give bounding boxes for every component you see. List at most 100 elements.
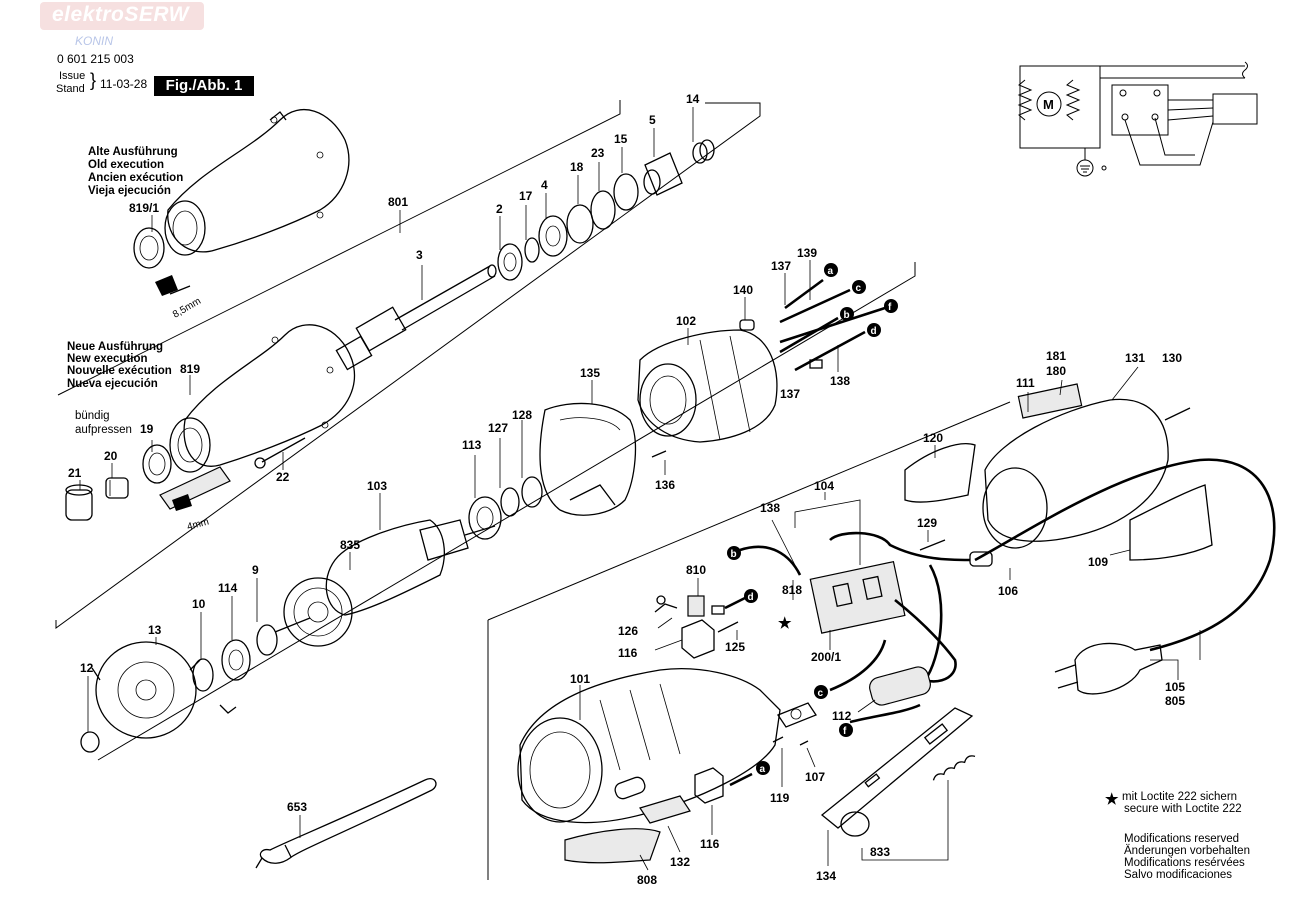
screw-22 — [254, 437, 306, 469]
label-4: 4 — [541, 178, 548, 192]
issue-label: Issue — [59, 70, 86, 82]
label-120: 120 — [923, 431, 943, 445]
spring-833 — [932, 755, 976, 781]
label-116-upper: 116 — [618, 646, 638, 660]
label-15: 15 — [614, 132, 628, 146]
label-13: 13 — [148, 623, 162, 637]
label-137-top: 137 — [771, 259, 791, 273]
label-136: 136 — [655, 478, 675, 492]
old-exec-es: Vieja ejecución — [88, 185, 171, 197]
dimension-old: 8,5mm — [171, 296, 203, 321]
label-106: 106 — [998, 584, 1018, 598]
label-114: 114 — [218, 581, 238, 595]
label-181: 181 — [1046, 349, 1066, 363]
motor-housing-131 — [904, 383, 1213, 561]
modifications-de: Änderungen vorbehalten — [1124, 845, 1250, 857]
loctite-note-en: secure with Loctite 222 — [1124, 803, 1242, 815]
flush-note-1: bündig — [75, 410, 110, 422]
wire-markers: a c b f d b d c f a — [727, 263, 898, 775]
flush-note-2: aufpressen — [75, 424, 132, 436]
spring-clip — [219, 704, 237, 714]
dimension-new: 4mm — [186, 517, 210, 533]
label-138-top: 138 — [830, 374, 850, 388]
label-200-1: 200/1 — [811, 650, 841, 664]
screw-107b — [799, 740, 809, 746]
bearing-4 — [538, 215, 568, 257]
label-653: 653 — [287, 800, 307, 814]
label-127: 127 — [488, 421, 508, 435]
screw-129 — [919, 539, 946, 551]
label-135: 135 — [580, 366, 600, 380]
new-housing-819 — [142, 324, 356, 511]
label-119: 119 — [770, 791, 790, 805]
label-102: 102 — [676, 314, 696, 328]
marker-d-2: d — [748, 592, 754, 603]
ground-icon — [1076, 159, 1094, 177]
spring-14 — [692, 139, 715, 164]
label-137-bottom: 137 — [780, 387, 800, 401]
screw-119 — [772, 736, 784, 743]
label-130: 130 — [1162, 351, 1182, 365]
label-2: 2 — [496, 202, 503, 216]
wire-138 — [739, 545, 802, 576]
label-101: 101 — [570, 672, 590, 686]
new-exec-de: Neue Ausführung — [67, 341, 163, 353]
marker-a-2: a — [760, 764, 766, 775]
label-18: 18 — [570, 160, 584, 174]
modifications-fr: Modifications resérvées — [1124, 857, 1245, 869]
marker-a-1: a — [828, 266, 834, 277]
bearing-114 — [221, 639, 251, 681]
shield-808 — [564, 828, 661, 864]
label-126: 126 — [618, 624, 638, 638]
wire-f-lower — [849, 703, 921, 724]
label-801: 801 — [388, 195, 408, 209]
watermark-brand: elektroSERW — [52, 3, 189, 26]
old-housing-819-1 — [133, 109, 350, 296]
ring-18 — [566, 204, 594, 244]
label-12: 12 — [80, 661, 94, 675]
label-139: 139 — [797, 246, 817, 260]
label-140: 140 — [733, 283, 753, 297]
label-104: 104 — [814, 479, 834, 493]
marker-f-2: f — [843, 726, 847, 737]
label-14: 14 — [686, 92, 700, 106]
old-exec-en: Old execution — [88, 159, 164, 171]
cord-106 — [969, 458, 1276, 652]
figure-label: Fig./Abb. 1 — [154, 76, 254, 96]
modifications-es: Salvo modificaciones — [1124, 869, 1232, 881]
label-5: 5 — [649, 113, 656, 127]
spindle-3 — [335, 264, 497, 371]
new-exec-en: New execution — [67, 353, 148, 365]
collet-5 — [643, 152, 683, 196]
leads-group — [739, 278, 886, 372]
label-134: 134 — [816, 869, 836, 883]
bearing-2 — [497, 243, 523, 281]
label-107: 107 — [805, 770, 825, 784]
bracket-116-upper — [681, 619, 715, 659]
label-112: 112 — [832, 709, 852, 723]
label-180: 180 — [1046, 364, 1066, 378]
label-19: 19 — [140, 422, 154, 436]
watermark-background — [40, 2, 204, 30]
label-103: 103 — [367, 479, 387, 493]
watermark-city: KONIN — [75, 34, 114, 48]
wire-112-loop — [894, 598, 957, 683]
wire-104-top — [829, 531, 971, 562]
label-833: 833 — [870, 845, 890, 859]
label-125: 125 — [725, 640, 745, 654]
adapter-20 — [105, 477, 129, 499]
field-stator-102 — [637, 329, 778, 443]
marker-c-2: c — [818, 688, 824, 699]
bracket-116-lower — [694, 767, 753, 804]
marker-c-1: c — [856, 283, 862, 294]
label-21: 21 — [68, 466, 82, 480]
label-131: 131 — [1125, 351, 1145, 365]
issue-date: 11-03-28 — [100, 77, 148, 91]
middle-frame-line — [55, 102, 761, 629]
wire-c — [829, 639, 887, 692]
label-10: 10 — [192, 597, 206, 611]
label-111: 111 — [1016, 376, 1035, 390]
ring-127 — [500, 487, 520, 517]
part-number: 0 601 215 003 — [57, 52, 134, 66]
